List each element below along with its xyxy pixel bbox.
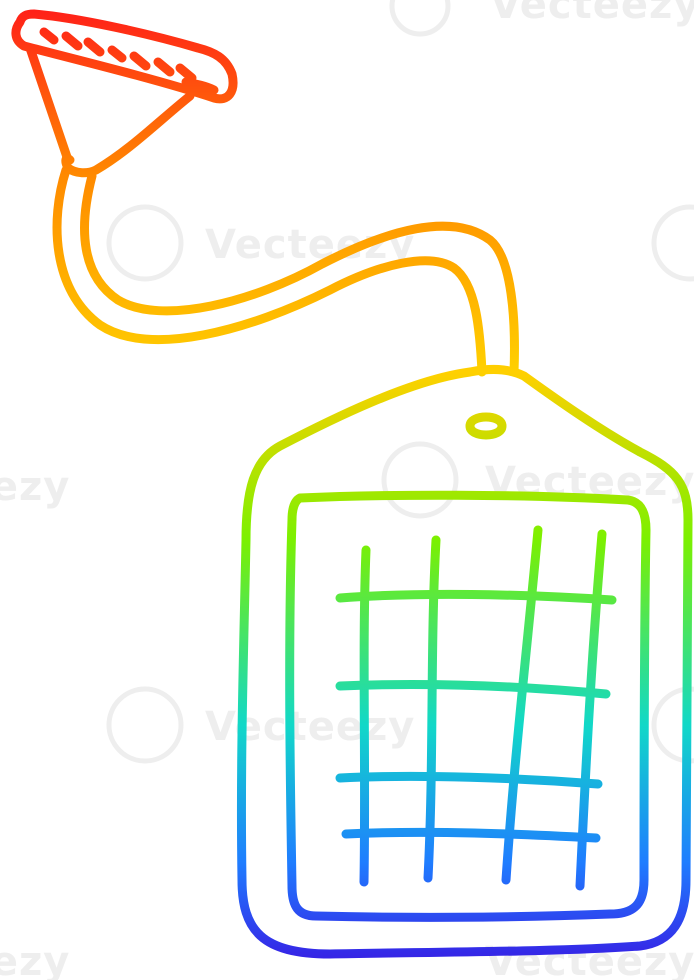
iv-bag — [236, 364, 693, 959]
watermark-text: Vecteezy — [0, 464, 70, 510]
measurement-grid — [335, 525, 617, 891]
iv-tube — [52, 165, 519, 377]
watermark-text: Vecteezy — [205, 222, 415, 268]
watermark-text: Vecteezy — [205, 704, 415, 750]
watermark-text: Vecteezy — [490, 0, 694, 28]
hanger-hole-icon — [465, 412, 507, 440]
drip-connector — [11, 9, 238, 178]
watermark-text: Vecteezy — [0, 939, 70, 980]
watermark-logo-icon — [106, 0, 694, 764]
